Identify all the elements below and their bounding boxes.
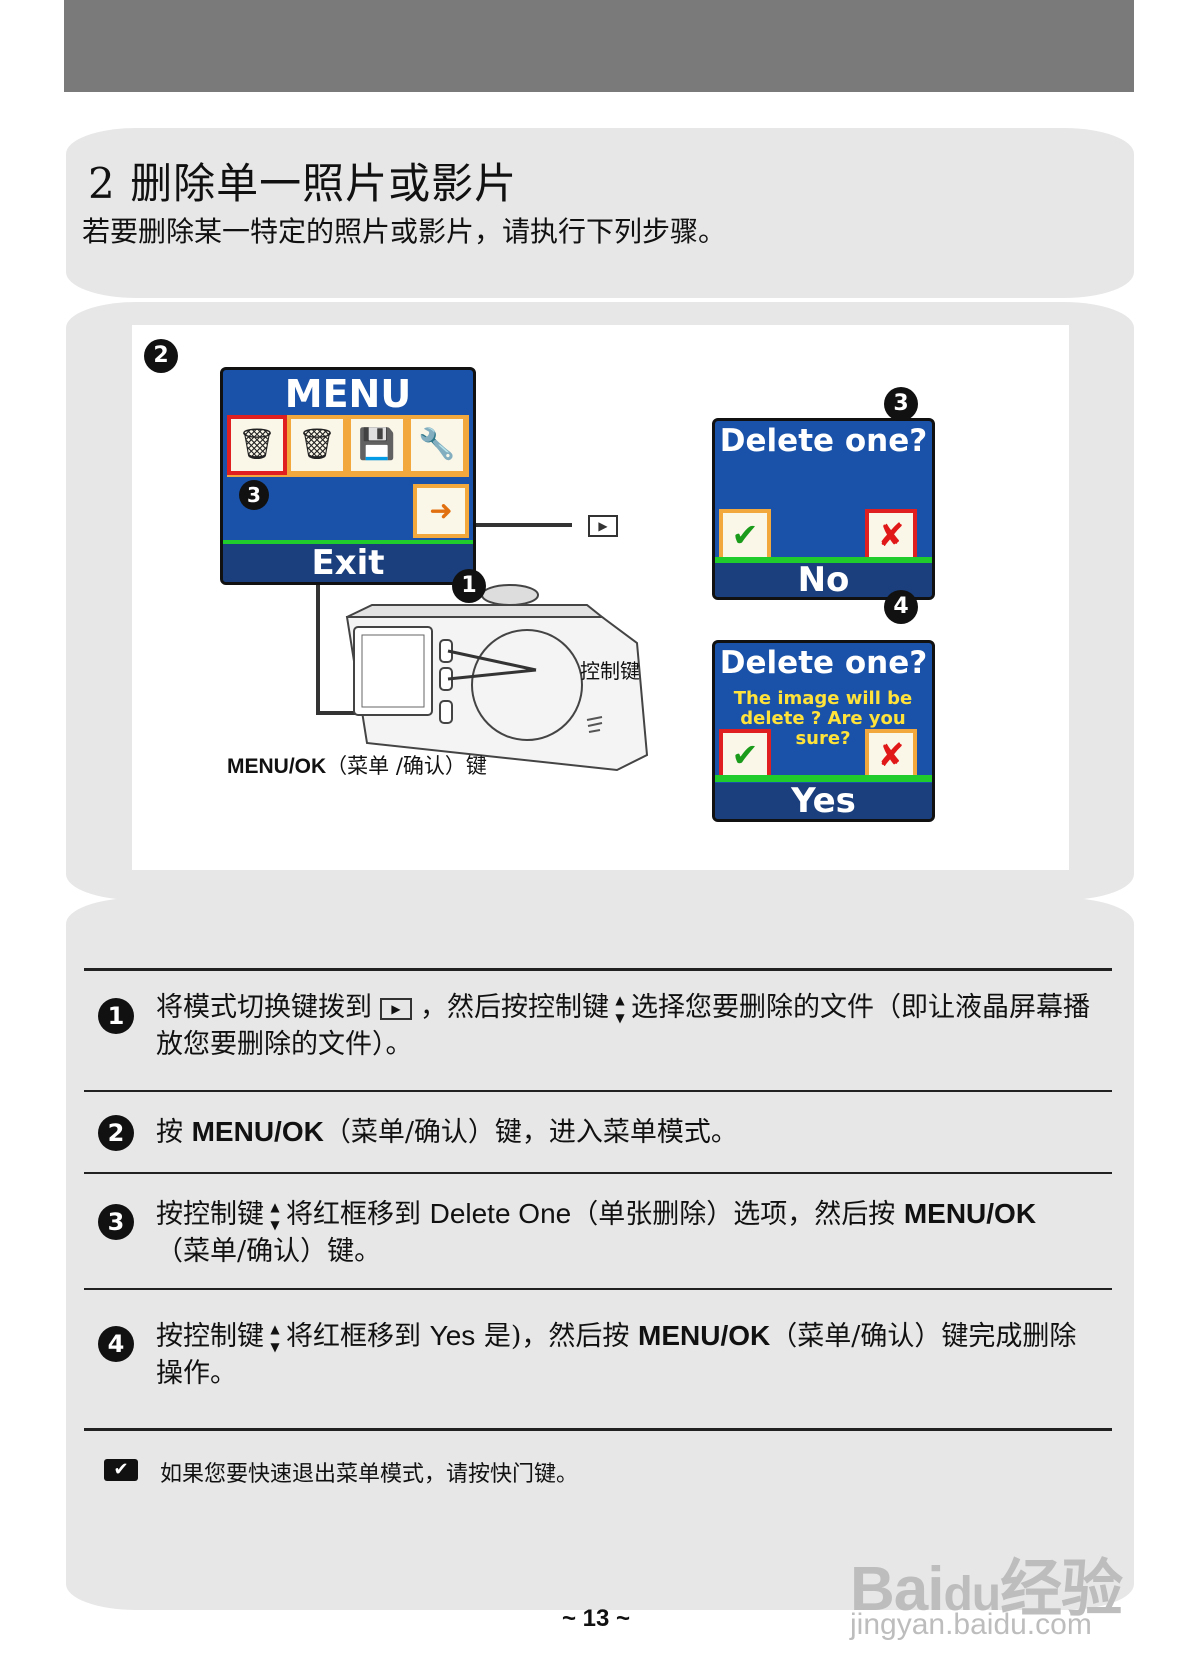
note-text: 如果您要快速退出菜单模式，请按快门键。 <box>160 1462 579 1487</box>
menu-screen-title: MENU <box>284 372 412 416</box>
cancel-x-icon-2: ✘ <box>865 729 917 781</box>
delete-screen-footer-yes: Yes <box>715 783 932 819</box>
up-down-arrows-icon: ▲▼ <box>270 1321 280 1354</box>
delete-screen-footer-no: No <box>715 563 932 597</box>
step-4-badge: 4 <box>98 1326 134 1362</box>
page-number: ~ 13 ~ <box>561 1605 631 1632</box>
play-mode-icon: ▶ <box>588 515 618 537</box>
divider <box>84 1172 1112 1174</box>
section-title: 2 删除单一照片或影片 <box>88 159 518 208</box>
floppy-disk-icon: 💾 <box>351 419 403 471</box>
step-badge-2: 2 <box>144 339 178 373</box>
step-badge-1: 1 <box>452 569 486 603</box>
control-key-label: 控制键 <box>580 659 640 683</box>
step-3-text: 按控制键▲▼将红框移到 Delete One（单张删除）选项，然后按 MENU/… <box>156 1198 1037 1267</box>
step-2-badge: 2 <box>98 1115 134 1151</box>
up-down-arrows-icon: ▲▼ <box>270 1199 280 1232</box>
delete-screen-no: Delete one? ✔ ✘ No <box>712 418 935 600</box>
step-2-text: 按 MENU/OK（菜单/确认）键，进入菜单模式。 <box>156 1116 738 1148</box>
menu-ok-label: MENU/OK（菜单 /确认）键 <box>227 754 487 778</box>
delete-confirm-message: The image will be delete ? Are you sure? <box>733 688 913 749</box>
wrench-icon: 🔧 <box>411 419 463 471</box>
header-bar <box>64 0 1134 92</box>
menu-icon-row: 🗑 🗑 💾 🔧 <box>227 415 469 477</box>
menu-screen: MENU 🗑 🗑 💾 🔧 3 ➜ Exit <box>220 367 476 585</box>
title-panel <box>66 128 1134 298</box>
play-mode-icon-inline: ▶ <box>380 997 412 1020</box>
exit-door-icon: ➜ <box>413 484 469 538</box>
watermark-logo: Baidu经验 <box>850 1555 1123 1624</box>
menu-screen-footer: Exit <box>223 544 473 582</box>
watermark: Baidu经验 jingyan.baidu.com <box>850 1520 1130 1641</box>
checkmark-note-icon: ✔ <box>104 1459 138 1481</box>
illustration: 2 MENU 🗑 🗑 💾 🔧 3 ➜ Exit ▶ 1 控制键 ▲▼ MENU/… <box>132 325 1069 870</box>
trash-all-icon: 🗑 <box>291 419 343 471</box>
confirm-check-icon-2: ✔ <box>719 729 771 781</box>
divider <box>84 1090 1112 1092</box>
selected-badge-3: 3 <box>239 480 269 510</box>
step-1-text: 将模式切换键拨到▶，然后按控制键▲▼选择您要删除的文件（即让液晶屏幕播放您要删除… <box>156 992 1090 1060</box>
trash-one-icon: 🗑 <box>227 415 287 475</box>
step-1-badge: 1 <box>98 998 134 1034</box>
delete-screen-title: Delete one? <box>719 423 928 459</box>
step-4-text: 按控制键▲▼将红框移到 Yes 是)，然后按 MENU/OK（菜单/确认）键完成… <box>156 1320 1077 1389</box>
confirm-check-icon: ✔ <box>719 509 771 561</box>
up-down-arrows-icon: ▲▼ <box>615 992 625 1025</box>
divider <box>84 1428 1112 1431</box>
delete-screen-title-2: Delete one? <box>719 645 928 681</box>
cancel-x-icon: ✘ <box>865 509 917 561</box>
section-subtitle: 若要删除某一特定的照片或影片，请执行下列步骤。 <box>82 215 727 248</box>
divider <box>84 1288 1112 1290</box>
watermark-url: jingyan.baidu.com <box>850 1608 1092 1641</box>
delete-screen-yes: Delete one? The image will be delete ? A… <box>712 640 935 822</box>
steps-panel <box>66 898 1134 1610</box>
camera-diagram <box>316 523 649 772</box>
divider <box>84 968 1112 971</box>
step-badge-4: 4 <box>884 590 918 624</box>
step-3-badge: 3 <box>98 1204 134 1240</box>
step-badge-3: 3 <box>884 387 918 421</box>
